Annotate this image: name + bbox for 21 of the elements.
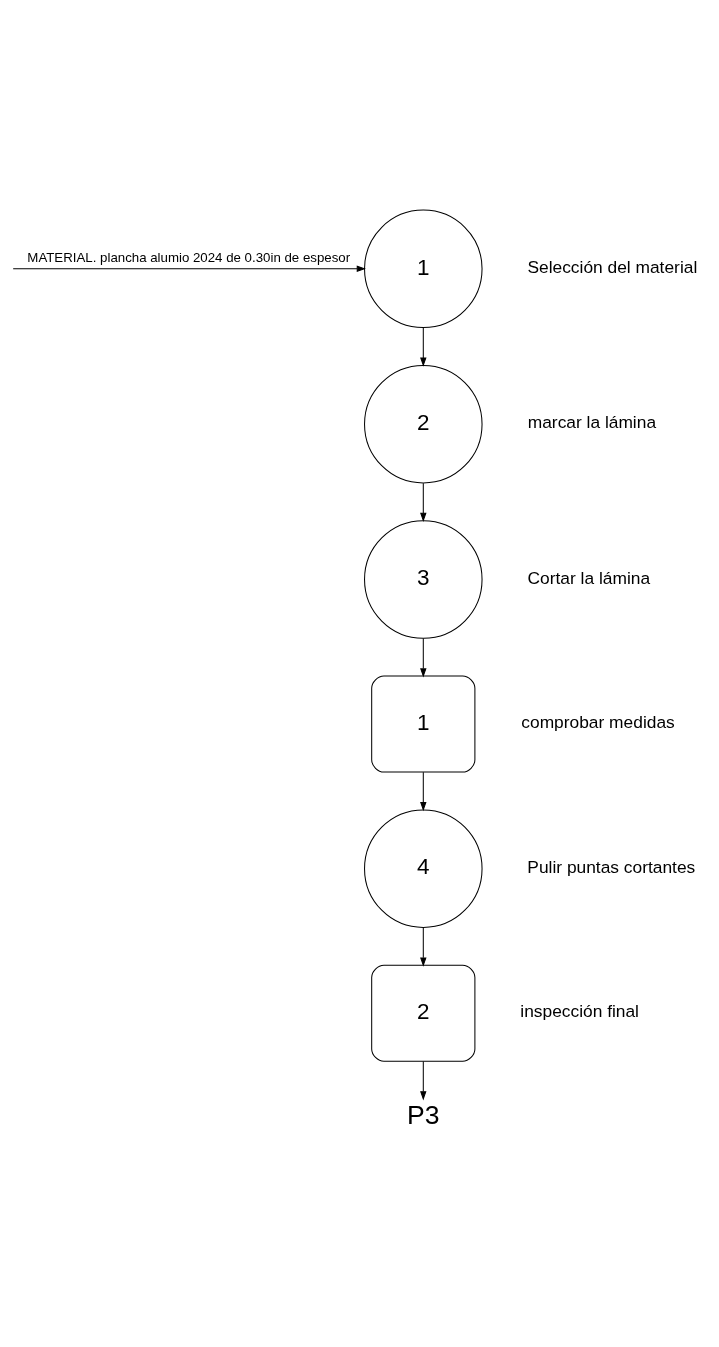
- node-box: 1: [371, 675, 476, 773]
- node-circle: 1: [364, 209, 483, 329]
- node-circle: 2: [364, 364, 483, 484]
- node-label: Cortar la lámina: [527, 567, 651, 588]
- arrow: [420, 927, 427, 967]
- arrow: [420, 638, 427, 678]
- arrow: [420, 771, 427, 812]
- node-text: P3: [407, 1100, 440, 1131]
- node-label: comprobar medidas: [521, 712, 675, 733]
- edge-label: MATERIAL. plancha alumio 2024 de 0.30in de espesor: [27, 250, 351, 266]
- node-circle: 3: [364, 520, 483, 639]
- node-label: Pulir puntas cortantes: [527, 856, 696, 877]
- arrow: [420, 327, 427, 367]
- node-box: 2: [371, 964, 476, 1062]
- node-label: marcar la lámina: [527, 412, 657, 433]
- node-label: inspección final: [520, 1001, 639, 1022]
- arrow: [12, 265, 366, 273]
- arrow: [420, 1060, 427, 1101]
- node-circle: 4: [364, 809, 483, 928]
- arrow: [420, 482, 427, 522]
- node-label: Selección del material: [527, 257, 698, 278]
